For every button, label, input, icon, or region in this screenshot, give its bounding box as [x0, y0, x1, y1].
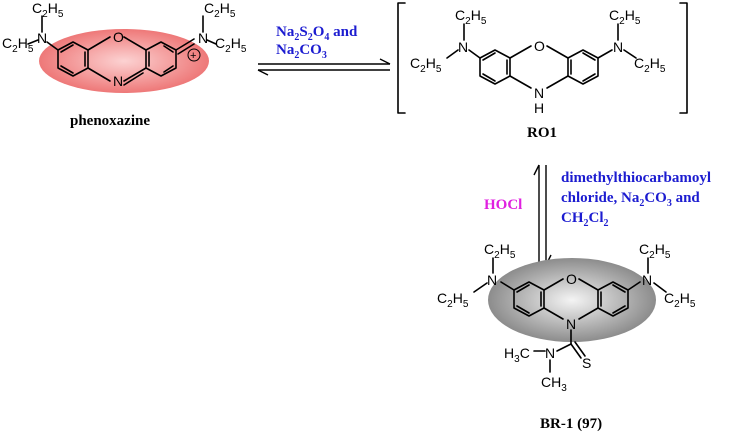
positive-charge-sign: + — [190, 50, 196, 62]
reagent-down-line2: chloride, Na2CO3 and — [561, 190, 700, 209]
phenoxazine-structure: O N N N + C2H5 C2H5 C2H5 C2H5 — [2, 0, 247, 93]
br1-o-atom: O — [566, 271, 577, 287]
phenoxazine-right-n-atom: N — [198, 30, 208, 46]
phenoxazine-highlight-ellipse — [39, 29, 209, 93]
phenoxazine-left-n-atom: N — [37, 30, 47, 46]
phenoxazine-n-atom: N — [113, 73, 123, 89]
ro1-right-ethyl-top: C2H5 — [609, 7, 641, 27]
br1-methyl-2: CH3 — [541, 374, 567, 394]
ro1-left-ethyl-side: C2H5 — [410, 55, 442, 75]
reagent-down-line3: CH2Cl2 — [561, 210, 609, 229]
ro1-o-atom: O — [534, 38, 545, 54]
ro1-n-atom: N — [534, 85, 544, 101]
phenoxazine-left-ethyl-top: C2H5 — [32, 0, 64, 20]
phenoxazine-o-atom: O — [113, 29, 124, 45]
ro1-right-n-atom: N — [613, 39, 623, 55]
br1-right-ethyl-side: C2H5 — [664, 290, 696, 310]
ro1-h-atom: H — [534, 100, 544, 116]
phenoxazine-label: phenoxazine — [70, 113, 150, 129]
br1-methyl-1: H3C — [504, 345, 530, 365]
ro1-right-ethyl-side: C2H5 — [634, 55, 666, 75]
br1-s-atom: S — [582, 355, 591, 371]
ro1-left-ethyl-top: C2H5 — [455, 7, 487, 27]
phenoxazine-right-ethyl-top: C2H5 — [204, 0, 236, 20]
positive-charge-circle — [187, 48, 201, 62]
reagent-forward-line1: Na2S2O4 and — [276, 24, 358, 43]
br1-structure: O N N N S N H3C CH3 C2H5 C2H5 C2H5 C2H5 — [437, 241, 696, 394]
br1-highlight-ellipse — [488, 258, 656, 342]
br1-left-ethyl-side: C2H5 — [437, 290, 469, 310]
ro1-left-n-atom: N — [458, 39, 468, 55]
ro1-label: RO1 — [527, 125, 557, 141]
phenoxazine-left-ethyl-side: C2H5 — [2, 35, 34, 55]
br1-n-atom: N — [566, 316, 576, 332]
br1-right-n-atom: N — [642, 272, 652, 288]
vertical-equilibrium-arrows — [533, 164, 552, 266]
br1-label: BR-1 (97) — [540, 416, 602, 432]
reagent-forward-line2: Na2CO3 — [276, 42, 327, 61]
reagent-down-line1: dimethylthiocarbamoyl — [561, 170, 711, 186]
ro1-structure: O N H N N C2H5 C2H5 C2H5 C2H5 — [397, 2, 688, 116]
br1-left-n-atom: N — [487, 272, 497, 288]
br1-amide-n-atom: N — [545, 345, 555, 361]
horizontal-equilibrium-arrows — [257, 58, 391, 76]
br1-right-ethyl-top: C2H5 — [639, 241, 671, 261]
phenoxazine-right-ethyl-side: C2H5 — [215, 35, 247, 55]
reagent-hocl: HOCl — [484, 197, 522, 213]
br1-left-ethyl-top: C2H5 — [484, 241, 516, 261]
